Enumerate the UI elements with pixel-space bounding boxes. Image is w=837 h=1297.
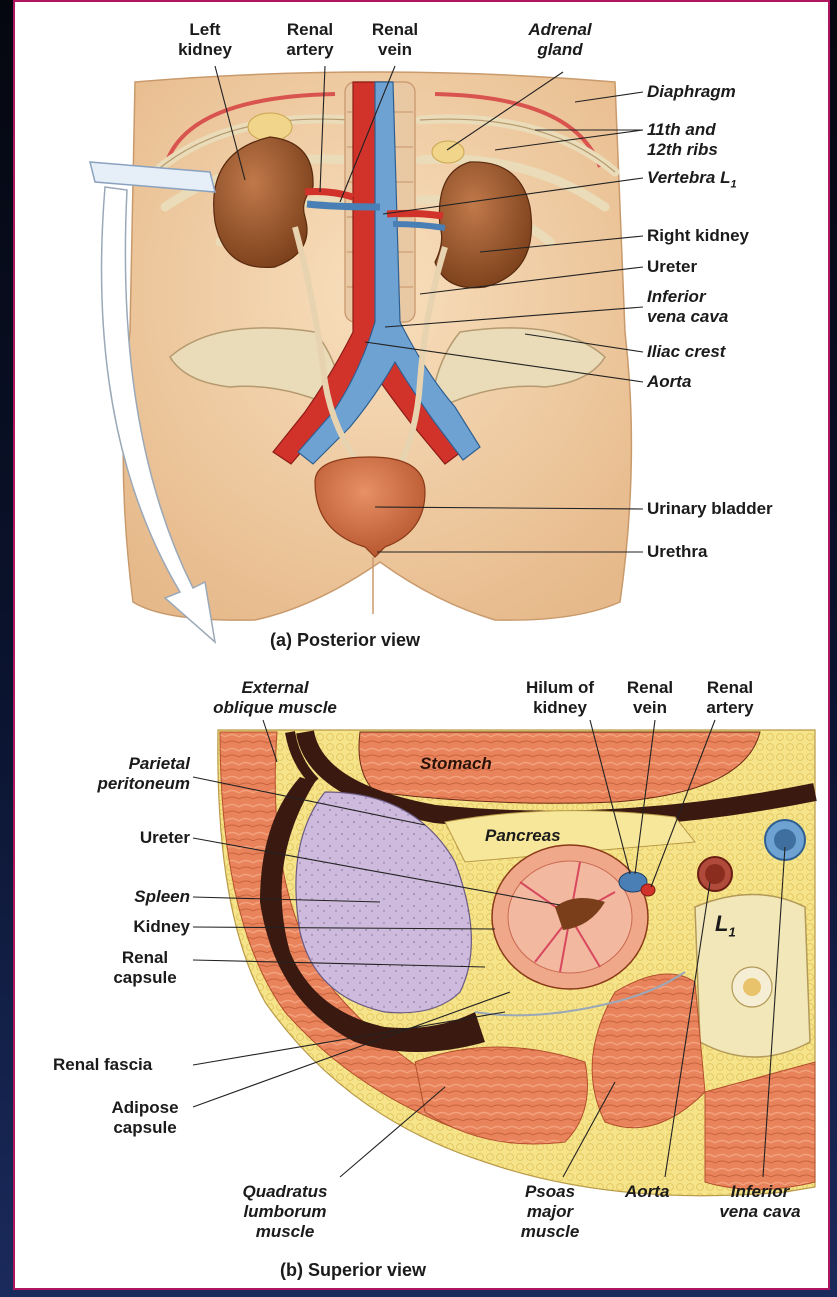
posterior-view-illustration bbox=[90, 66, 643, 642]
label-renal-vein-b: Renal vein bbox=[620, 678, 680, 718]
caption-superior-view: (b) Superior view bbox=[280, 1260, 426, 1280]
label-vertebra-l1: Vertebra L1 bbox=[647, 168, 737, 194]
caption-posterior-view: (a) Posterior view bbox=[270, 630, 420, 650]
label-urethra: Urethra bbox=[647, 542, 707, 562]
label-aorta: Aorta bbox=[647, 372, 691, 392]
label-pancreas: Pancreas bbox=[485, 826, 561, 846]
label-inferior-vena-cava: Inferior vena cava bbox=[647, 287, 728, 327]
renal-artery-section bbox=[641, 884, 655, 896]
label-vertebra-text: Vertebra L bbox=[647, 168, 730, 187]
label-adipose-capsule: Adipose capsule bbox=[100, 1098, 190, 1138]
label-kidney: Kidney bbox=[75, 917, 190, 937]
label-vertebra-b-sub: 1 bbox=[728, 924, 735, 939]
label-psoas-major: Psoas major muscle bbox=[515, 1182, 585, 1242]
label-right-kidney: Right kidney bbox=[647, 226, 749, 246]
label-ribs: 11th and 12th ribs bbox=[647, 120, 718, 160]
label-ureter-b: Ureter bbox=[75, 828, 190, 848]
adrenal-gland-right bbox=[432, 141, 464, 163]
renal-artery-right bbox=[387, 213, 443, 216]
label-renal-capsule: Renal capsule bbox=[100, 948, 190, 988]
label-diaphragm: Diaphragm bbox=[647, 82, 736, 102]
label-vertebra-sub: 1 bbox=[730, 178, 736, 190]
label-hilum-of-kidney: Hilum of kidney bbox=[515, 678, 605, 718]
label-ureter: Ureter bbox=[647, 257, 697, 277]
figure-frame: Left kidney Renal artery Renal vein Adre… bbox=[13, 0, 830, 1290]
label-vertebra-l1-b: L1 bbox=[715, 914, 736, 942]
superior-view-illustration bbox=[193, 720, 815, 1196]
label-left-kidney: Left kidney bbox=[165, 20, 245, 60]
label-inferior-vena-cava-b: Inferior vena cava bbox=[705, 1182, 815, 1222]
label-urinary-bladder: Urinary bladder bbox=[647, 499, 773, 519]
label-aorta-b: Aorta bbox=[625, 1182, 669, 1202]
label-parietal-peritoneum: Parietal peritoneum bbox=[75, 754, 190, 794]
label-adrenal-gland: Adrenal gland bbox=[515, 20, 605, 60]
label-spleen: Spleen bbox=[75, 887, 190, 907]
label-quadratus-lumborum: Quadratus lumborum muscle bbox=[230, 1182, 340, 1242]
label-renal-artery: Renal artery bbox=[270, 20, 350, 60]
label-renal-fascia: Renal fascia bbox=[53, 1055, 152, 1075]
right-kidney bbox=[435, 162, 532, 288]
label-stomach: Stomach bbox=[420, 754, 492, 774]
label-external-oblique: External oblique muscle bbox=[200, 678, 350, 718]
label-renal-vein: Renal vein bbox=[360, 20, 430, 60]
label-iliac-crest: Iliac crest bbox=[647, 342, 725, 362]
label-renal-artery-b: Renal artery bbox=[695, 678, 765, 718]
renal-vein-left bbox=[307, 204, 380, 207]
label-vertebra-b-text: L bbox=[715, 911, 728, 936]
